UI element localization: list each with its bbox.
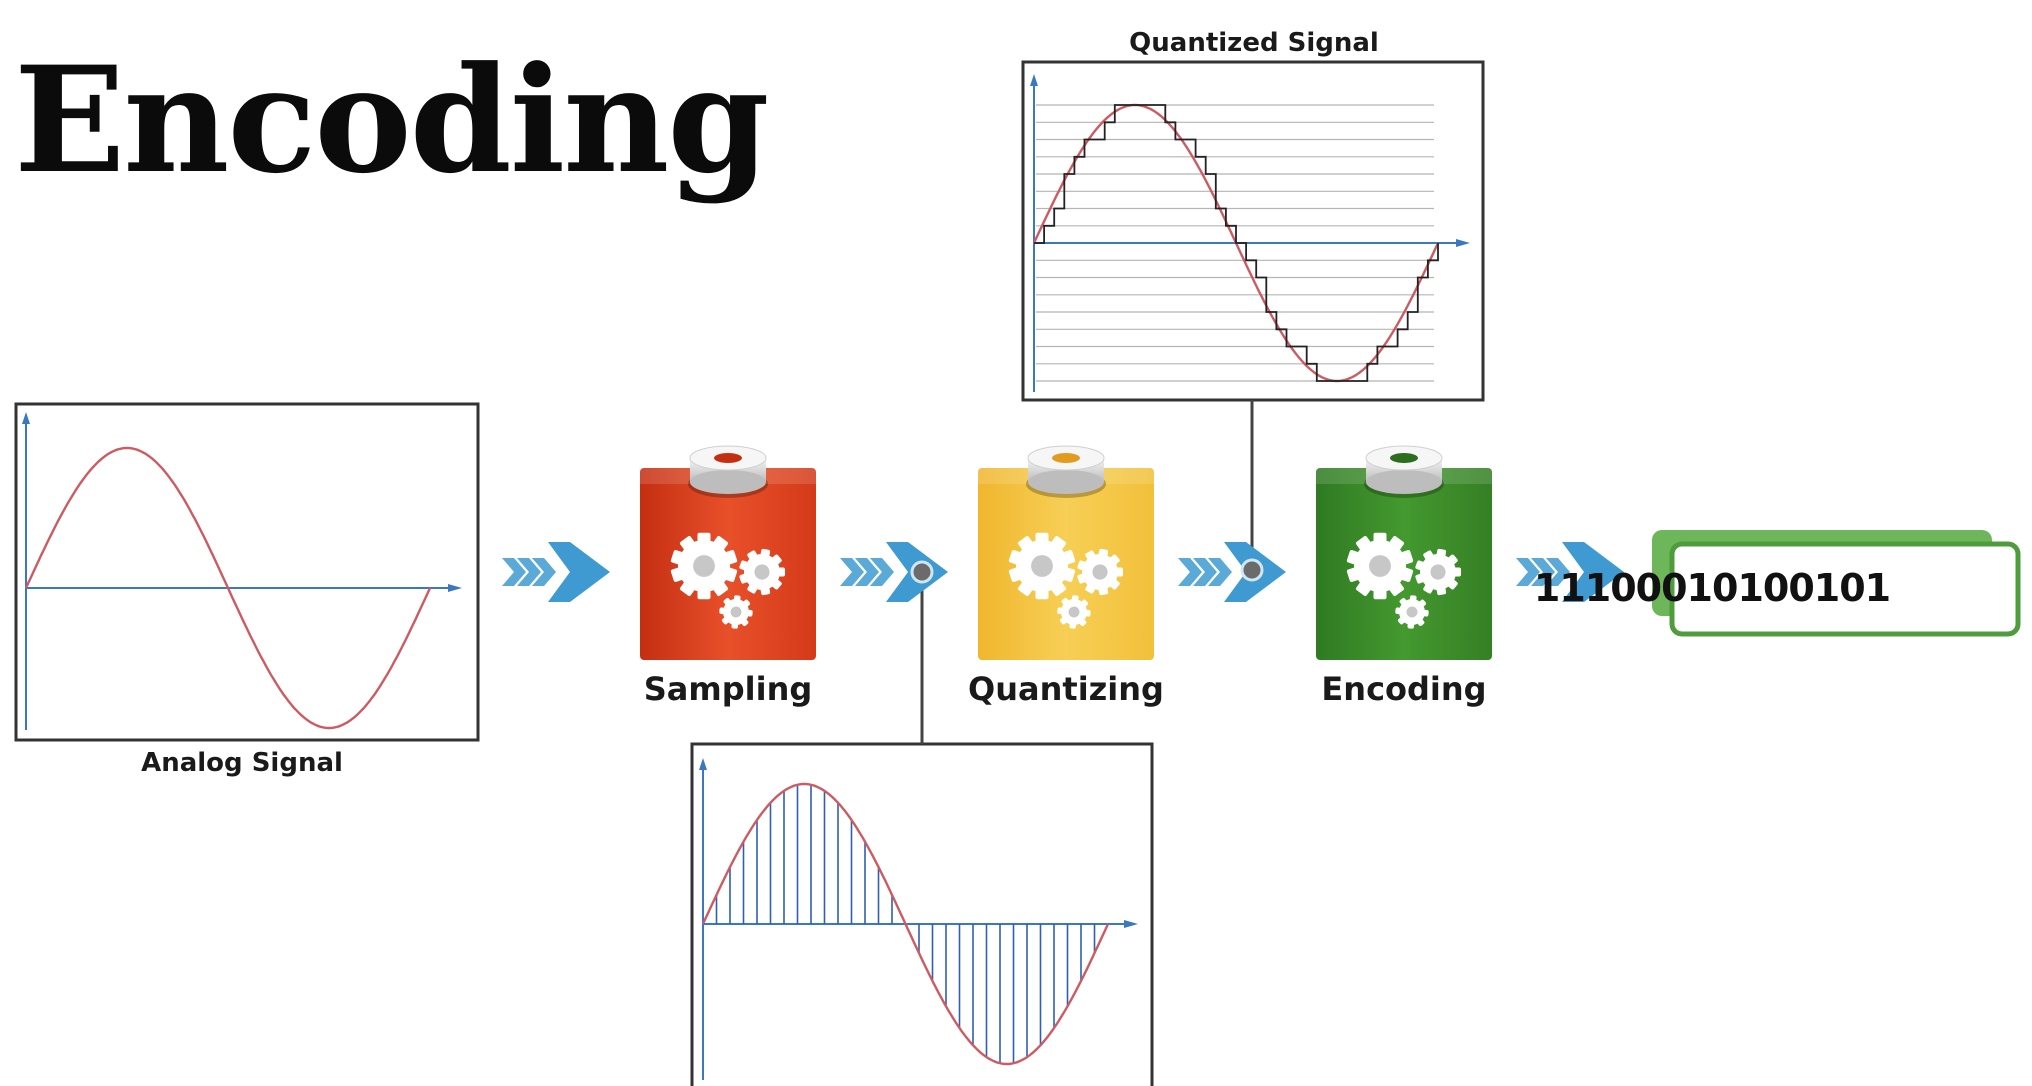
analog-y-arrow — [22, 412, 30, 424]
sampled-x-arrow — [1124, 920, 1138, 928]
gear-icon — [670, 532, 786, 629]
quantized-staircase — [1034, 104, 1439, 382]
output-front-plate — [1669, 541, 2021, 637]
gear-icon — [1008, 532, 1124, 629]
sampled-sine-wave — [701, 782, 1110, 1066]
analog-x-arrow — [448, 584, 462, 592]
analog-sine-wave — [24, 446, 432, 730]
stage-box-sampling — [640, 445, 816, 660]
chevron-arrow-icon — [502, 542, 610, 602]
stage-label-quantizing: Quantizing — [968, 670, 1164, 708]
page-title: Encoding — [14, 35, 769, 206]
stage-boxes — [640, 445, 1492, 660]
sample-stems — [715, 784, 1096, 1064]
output-bits: 11100010100101 — [1533, 566, 1891, 610]
sampled-frame — [690, 742, 1154, 1086]
quantized-x-arrow — [1456, 239, 1470, 247]
sampled-signal-panel — [690, 742, 1154, 1086]
gear-icon — [1346, 532, 1462, 629]
sampled-y-arrow — [699, 758, 707, 770]
output-binary-box — [1652, 530, 2021, 637]
stage-label-sampling: Sampling — [643, 670, 813, 708]
stage-label-encoding: Encoding — [1321, 670, 1487, 708]
analog-signal-panel — [14, 402, 480, 742]
connector-dot-icon — [910, 558, 1264, 584]
quantized-y-arrow — [1030, 74, 1038, 86]
quantized-frame — [1021, 60, 1485, 402]
analog-frame — [14, 402, 480, 742]
quantized-signal-caption: Quantized Signal — [1129, 28, 1379, 58]
stage-box-encoding — [1316, 445, 1492, 660]
chevron-arrow-icon — [1178, 542, 1286, 602]
flow-arrows — [502, 542, 1624, 602]
analog-signal-caption: Analog Signal — [141, 748, 343, 778]
stage-box-quantizing — [978, 445, 1154, 660]
chevron-arrow-icon — [1516, 542, 1624, 602]
quantized-signal-panel — [1021, 60, 1485, 402]
